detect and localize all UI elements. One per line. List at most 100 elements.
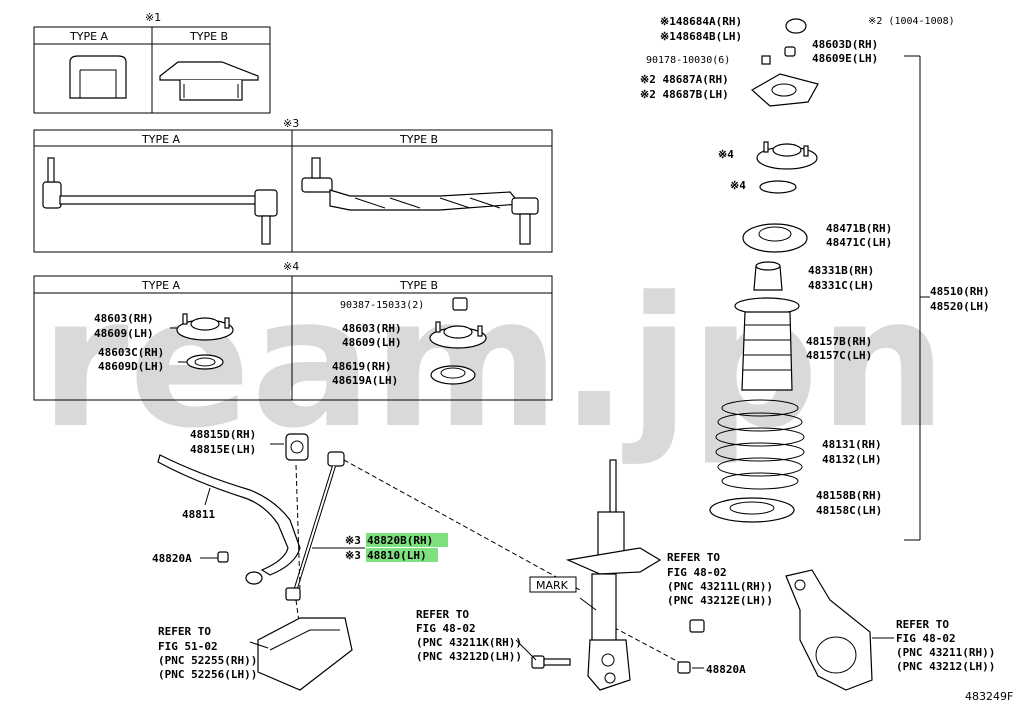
label-48158c-lh: 48158C(LH) xyxy=(816,504,882,517)
box3-type-a-header: TYPE A xyxy=(141,133,181,146)
label-48331c-lh: 48331C(LH) xyxy=(808,279,874,292)
label-48471c-lh: 48471C(LH) xyxy=(826,236,892,249)
label-48603c-rh: 48603C(RH) xyxy=(98,346,164,359)
bearing-type-a-part[interactable] xyxy=(186,354,224,370)
nut-48820a-right-part[interactable] xyxy=(677,661,691,674)
ref4-line-1: REFER TO xyxy=(896,618,949,631)
label-48603-rh-a: 48603(RH) xyxy=(94,312,154,325)
stabilizer-link-type-b-part[interactable] xyxy=(301,157,539,245)
stabilizer-link-type-a-part[interactable] xyxy=(42,157,278,245)
label-48157b-rh: 48157B(RH) xyxy=(806,335,872,348)
highlight-48820b xyxy=(366,533,448,547)
ref1-line-1: REFER TO xyxy=(667,551,720,564)
nut-90178-part[interactable] xyxy=(761,55,771,65)
bearing-type-b-part[interactable] xyxy=(430,365,476,385)
figure-id: 483249F xyxy=(965,690,1013,703)
label-48820a-left: 48820A xyxy=(152,552,192,565)
note-3-label: ※3 xyxy=(283,117,299,130)
nut-strut-part[interactable] xyxy=(689,619,705,633)
strut-mount-type-a-part[interactable] xyxy=(176,313,234,341)
label-48158b-rh: 48158B(RH) xyxy=(816,489,882,502)
label-48157c-lh: 48157C(LH) xyxy=(806,349,872,362)
ref3-line-1: REFER TO xyxy=(158,625,211,638)
cap-type-a-part[interactable] xyxy=(69,55,127,99)
highlight-48810 xyxy=(366,548,438,562)
label-48811: 48811 xyxy=(182,508,215,521)
ref3-line-3: (PNC 52255(RH)) xyxy=(158,654,257,667)
ref3-line-2: FIG 51-02 xyxy=(158,640,218,653)
box4-type-b-header: TYPE B xyxy=(399,279,438,292)
ref4-line-4: (PNC 43212(LH)) xyxy=(896,660,995,673)
ref1-line-3: (PNC 43211L(RH)) xyxy=(667,580,773,593)
link-bushing-part[interactable] xyxy=(245,571,263,585)
nut-48820a-left-part[interactable] xyxy=(217,551,229,563)
gasket-48687-part[interactable] xyxy=(750,73,819,107)
label-48619-rh: 48619(RH) xyxy=(332,360,392,373)
label-note3-lh: ※3 xyxy=(345,549,361,562)
label-48510-rh: 48510(RH) xyxy=(930,285,990,298)
label-note4-mount: ※4 xyxy=(718,148,734,161)
ref2-line-2: FIG 48-02 xyxy=(416,622,476,635)
ref2-line-3: (PNC 43211K(RH)) xyxy=(416,636,522,649)
coil-spring-part[interactable] xyxy=(715,399,805,490)
ref2-line-4: (PNC 43212D(LH)) xyxy=(416,650,522,663)
label-48820a-right: 48820A xyxy=(706,663,746,676)
mark-tag: MARK xyxy=(529,576,577,593)
label-48684b-lh: ※148684B(LH) xyxy=(660,30,742,43)
cap-48684-part[interactable] xyxy=(785,18,807,34)
label-note4-bearing: ※4 xyxy=(730,179,746,192)
ref3-line-4: (PNC 52256(LH)) xyxy=(158,668,257,681)
label-48815d-rh: 48815D(RH) xyxy=(190,428,256,441)
label-48609-lh-a: 48609(LH) xyxy=(94,327,154,340)
label-48609e-lh: 48609E(LH) xyxy=(812,52,878,65)
label-48471b-rh: 48471B(RH) xyxy=(826,222,892,235)
upper-seat-part[interactable] xyxy=(742,223,808,253)
stabilizer-bar-part[interactable] xyxy=(157,454,301,576)
label-90387-15033: 90387-15033(2) xyxy=(340,300,424,311)
label-48609-lh-b: 48609(LH) xyxy=(342,336,402,349)
ref1-line-2: FIG 48-02 xyxy=(667,566,727,579)
label-48684a-rh: ※148684A(RH) xyxy=(660,15,742,28)
cap-type-b-part[interactable] xyxy=(159,61,259,101)
note-4-label: ※4 xyxy=(283,260,299,273)
bracket-part[interactable] xyxy=(257,617,353,691)
label-48131-rh: 48131(RH) xyxy=(822,438,882,451)
steering-knuckle-part[interactable] xyxy=(785,569,873,691)
box-1: TYPE A TYPE B xyxy=(33,26,271,114)
ref1-line-4: (PNC 43212E(LH)) xyxy=(667,594,773,607)
stabilizer-bushing-part[interactable] xyxy=(285,433,309,461)
label-90178-10030: 90178-10030(6) xyxy=(646,55,730,66)
shock-absorber-part[interactable] xyxy=(565,459,662,691)
label-48331b-rh: 48331B(RH) xyxy=(808,264,874,277)
label-48687b-lh: ※2 48687B(LH) xyxy=(640,88,729,101)
ref4-line-3: (PNC 43211(RH)) xyxy=(896,646,995,659)
bearing-part[interactable] xyxy=(759,180,797,194)
label-48810-lh[interactable]: 48810(LH) xyxy=(367,549,427,562)
dust-boot-part[interactable] xyxy=(734,297,800,391)
nut-48603d-part[interactable] xyxy=(784,46,796,57)
strut-mount-type-b-part[interactable] xyxy=(429,321,487,349)
label-48132-lh: 48132(LH) xyxy=(822,453,882,466)
ref4-line-2: FIG 48-02 xyxy=(896,632,956,645)
label-48815e-lh: 48815E(LH) xyxy=(190,443,256,456)
label-note3-rh: ※3 xyxy=(345,534,361,547)
lower-insulator-part[interactable] xyxy=(709,497,795,523)
label-48687a-rh: ※2 48687A(RH) xyxy=(640,73,729,86)
box1-type-b-header: TYPE B xyxy=(189,30,228,43)
box-4: TYPE A TYPE B 48603(RH) 48609(LH) 48603C… xyxy=(33,275,553,401)
stabilizer-link-part[interactable] xyxy=(285,451,345,601)
note-2-label: ※2 (1004-1008) xyxy=(868,16,955,27)
box3-type-b-header: TYPE B xyxy=(399,133,438,146)
ref2-line-1: REFER TO xyxy=(416,608,469,621)
box-3: TYPE A TYPE B xyxy=(33,129,553,253)
label-48820b-rh[interactable]: 48820B(RH) xyxy=(367,534,433,547)
strut-mount-part[interactable] xyxy=(756,141,818,170)
label-48619a-lh: 48619A(LH) xyxy=(332,374,398,387)
note-1-label: ※1 xyxy=(145,11,161,24)
box4-type-a-header: TYPE A xyxy=(141,279,181,292)
label-48603-rh-b: 48603(RH) xyxy=(342,322,402,335)
bump-stopper-part[interactable] xyxy=(753,261,783,291)
nut-type-b-part[interactable] xyxy=(452,297,468,311)
bolt-part[interactable] xyxy=(531,655,571,669)
label-48520-lh: 48520(LH) xyxy=(930,300,990,313)
